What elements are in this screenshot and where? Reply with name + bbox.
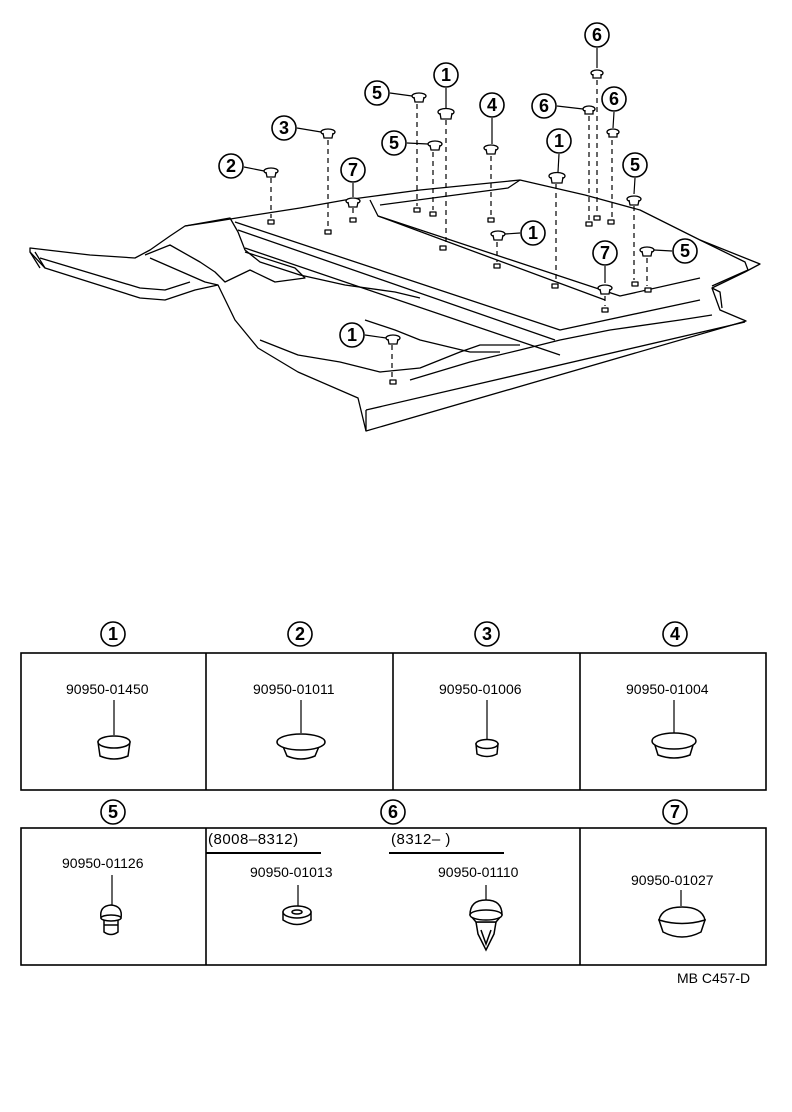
date-range-underline	[206, 852, 321, 854]
date-range-underline	[389, 852, 504, 854]
part-number: 90950-01006	[439, 681, 522, 697]
part-drawings	[97, 732, 707, 952]
svg-text:1: 1	[108, 624, 118, 644]
plug-icon	[651, 732, 697, 759]
plug-icon	[548, 171, 566, 184]
svg-text:1: 1	[441, 65, 451, 85]
callout-badge: 5	[364, 80, 390, 106]
part-number: 90950-01126	[62, 855, 144, 871]
plug-icons	[263, 69, 655, 345]
date-range: (8008–8312)	[208, 831, 299, 848]
floor-panel-illustration	[29, 179, 761, 432]
plug-icon	[657, 906, 707, 938]
callout-badge: 3	[271, 115, 297, 141]
parts-table	[20, 652, 767, 966]
callout-badge: 5	[622, 152, 648, 178]
svg-text:6: 6	[609, 89, 619, 109]
svg-text:7: 7	[348, 160, 358, 180]
plug-leader-lines	[270, 80, 648, 378]
callout-badge: 1	[520, 220, 546, 246]
clip-icon	[469, 899, 503, 952]
plug-icon	[385, 334, 401, 345]
reference-code: MB C457-D	[677, 970, 751, 986]
callout-badge: 1	[546, 128, 572, 154]
part-number: 90950-01011	[253, 681, 335, 697]
svg-text:6: 6	[592, 25, 602, 45]
plug-icon	[590, 69, 604, 79]
part-number: 90950-01110	[438, 864, 519, 880]
svg-text:4: 4	[487, 95, 497, 115]
svg-text:3: 3	[482, 624, 492, 644]
part-number: 90950-01004	[626, 681, 709, 697]
callout-badge: 7	[340, 157, 366, 183]
plug-icon	[427, 140, 443, 151]
svg-text:1: 1	[347, 325, 357, 345]
callout-badge: 5	[672, 238, 698, 264]
callout-badge: 6	[601, 86, 627, 112]
svg-text:6: 6	[388, 802, 398, 822]
svg-text:7: 7	[600, 243, 610, 263]
plug-icon	[411, 92, 427, 103]
svg-text:5: 5	[372, 83, 382, 103]
svg-text:5: 5	[389, 133, 399, 153]
svg-text:5: 5	[630, 155, 640, 175]
callout-badge: 2	[287, 621, 313, 647]
callout-badge: 1	[433, 62, 459, 88]
callout-badge: 3	[474, 621, 500, 647]
callout-badge: 6	[380, 799, 406, 825]
table-callouts: 1 2 3 4 5 6 7	[100, 621, 688, 825]
svg-text:4: 4	[670, 624, 680, 644]
part-number: 90950-01027	[631, 872, 714, 888]
plug-icon	[263, 167, 279, 178]
callout-badge: 2	[218, 153, 244, 179]
svg-text:2: 2	[295, 624, 305, 644]
plug-icon	[276, 733, 326, 760]
date-range: (8312– )	[391, 831, 451, 848]
plug-icon	[626, 195, 642, 206]
part-number: 90950-01013	[250, 864, 333, 880]
part-number: 90950-01450	[66, 681, 149, 697]
callout-badge: 5	[381, 130, 407, 156]
svg-text:3: 3	[279, 118, 289, 138]
callout-badge: 4	[662, 621, 688, 647]
callout-badge: 5	[100, 799, 126, 825]
svg-text:5: 5	[680, 241, 690, 261]
plug-icon	[639, 246, 655, 257]
svg-text:6: 6	[539, 96, 549, 116]
plug-icon	[437, 107, 455, 120]
plug-icon	[99, 904, 123, 936]
illustration-callouts: 2 3 5 1 5 7 4 1 1 6 6 6 5 7 5 1	[218, 22, 698, 348]
grommet-icon	[282, 905, 312, 926]
plug-icon	[483, 144, 499, 155]
callout-badge: 7	[662, 799, 688, 825]
plug-icon	[475, 738, 499, 758]
callout-badge: 7	[592, 240, 618, 266]
svg-text:2: 2	[226, 156, 236, 176]
plug-icon	[490, 230, 506, 241]
callout-badge: 1	[339, 322, 365, 348]
plug-icon	[345, 197, 361, 208]
svg-text:1: 1	[528, 223, 538, 243]
plug-icon	[320, 128, 336, 139]
svg-text:1: 1	[554, 131, 564, 151]
svg-text:7: 7	[670, 802, 680, 822]
callout-badge: 4	[479, 92, 505, 118]
callout-badge: 1	[100, 621, 126, 647]
plug-icon	[97, 735, 131, 760]
callout-badge: 6	[584, 22, 610, 48]
callout-badge: 6	[531, 93, 557, 119]
svg-text:5: 5	[108, 802, 118, 822]
plug-icon	[597, 284, 613, 295]
callout-leader-lines	[243, 48, 673, 339]
plug-icon	[606, 128, 620, 138]
plug-icon	[582, 105, 596, 115]
